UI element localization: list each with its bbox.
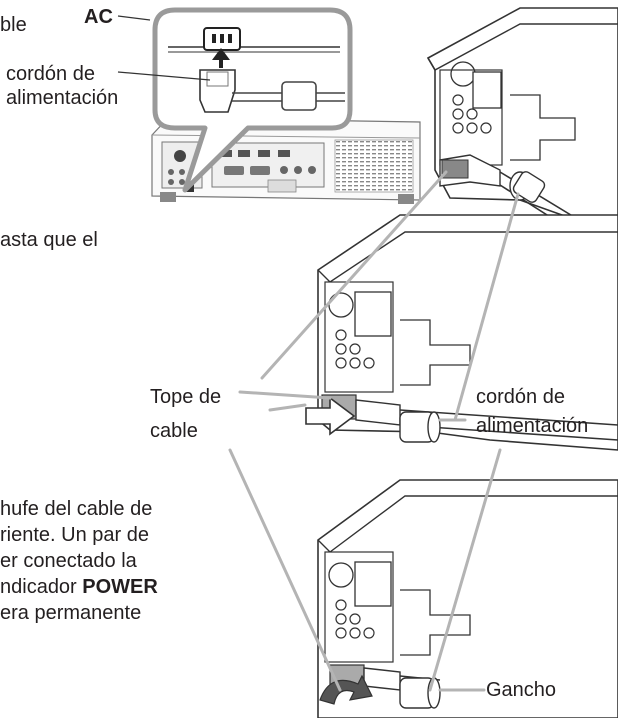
para-text-line-2: riente. Un par de	[0, 524, 149, 546]
para-text-line-1: hufe del cable de	[0, 498, 153, 520]
power-cord-label-2: alimentación	[476, 415, 589, 437]
cable-stopper-label-1: Tope de	[150, 386, 222, 408]
para-text-line-4: ndicador POWER	[0, 575, 158, 599]
rotate-arrow-icon	[319, 674, 373, 705]
callout-cord-label-2: alimentación	[6, 87, 119, 109]
projector-closeup-bottom	[317, 479, 618, 718]
intro-text-line-2: asta que el	[0, 229, 98, 251]
ac-inlet-label: AC	[84, 6, 113, 28]
ac-leader-line	[117, 15, 151, 21]
callout-cord-label-1: cordón de	[6, 63, 95, 85]
hook-label: Gancho	[486, 679, 557, 701]
leader-lines	[228, 170, 520, 692]
para-text-line-3: er conectado la	[0, 550, 137, 572]
power-cord-label-1: cordón de	[476, 386, 565, 408]
projector-closeup-middle	[305, 214, 618, 451]
para-text-line-4-prefix: ndicador	[0, 576, 83, 598]
para-text-line-5: era permanente	[0, 602, 142, 624]
ac-inlet-callout	[152, 7, 353, 193]
power-indicator-label: POWER	[82, 576, 158, 598]
intro-text-line-1: ble	[0, 14, 27, 36]
cable-stopper-label-2: cable	[150, 420, 198, 442]
cord-leader-line	[117, 71, 211, 81]
push-arrow-icon	[305, 396, 356, 436]
